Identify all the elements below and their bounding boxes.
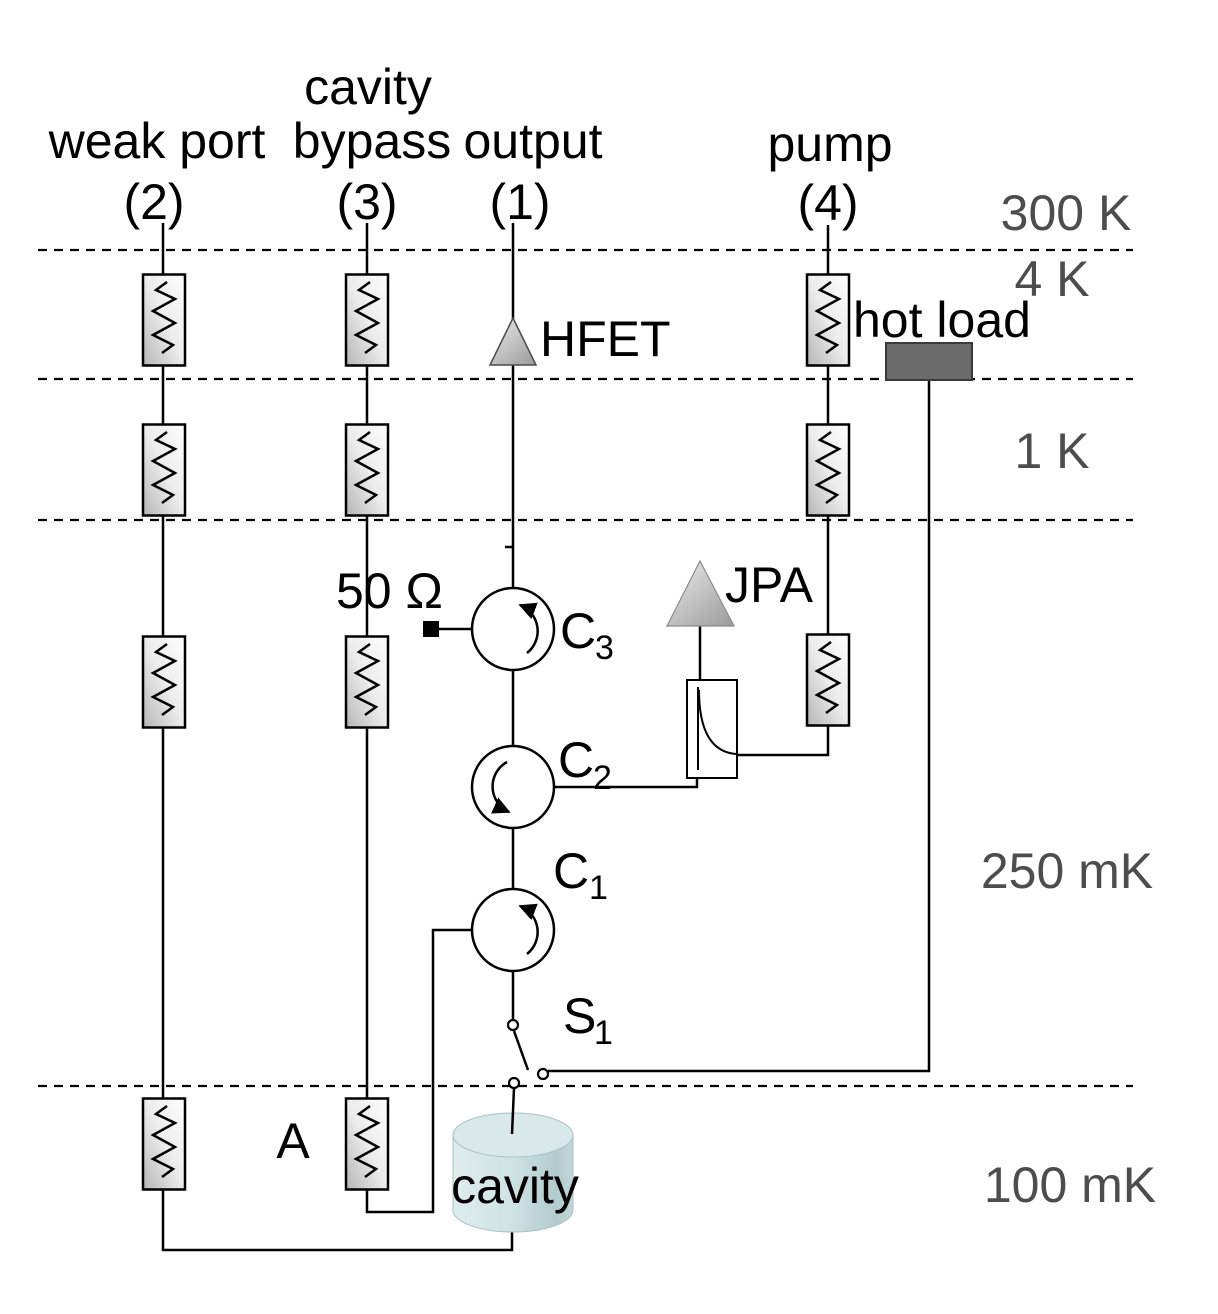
attenuator-icon-bypass-4k <box>344 273 390 367</box>
port-number-weak-port: (2) <box>123 174 184 230</box>
switch-lever <box>512 1030 530 1071</box>
switch-s1-label-sub: 1 <box>594 1014 613 1052</box>
attenuator-icon-pump-1k <box>805 423 851 517</box>
port-label-output: output <box>463 113 602 169</box>
cavity-probe-wire <box>510 1087 516 1135</box>
attenuator-icon-pump-4k <box>805 273 851 367</box>
port-label-pump: pump <box>767 116 892 172</box>
switch-contact-hot-load <box>536 1067 550 1081</box>
stage-label-250mk: 250 mK <box>981 843 1153 899</box>
port-labels: weak port (2) cavity bypass (3) output (… <box>48 59 893 231</box>
attenuator-a-label: A <box>276 1113 310 1169</box>
jpa-label: JPA <box>725 557 814 613</box>
hfet-amplifier-icon <box>488 316 538 366</box>
switch-contact-cavity <box>507 1076 521 1090</box>
stage-label-4k: 4 K <box>1014 251 1089 307</box>
coupler-coupled-line <box>698 689 737 755</box>
attenuator-icon-a-100mk <box>344 1097 390 1191</box>
cavity-bypass-wire <box>365 223 472 1214</box>
hot-load-icon <box>885 342 973 381</box>
stage-label-1k: 1 K <box>1014 423 1089 479</box>
attenuator-icon-weak-100mk <box>141 1097 187 1191</box>
port-label-weak-port: weak port <box>48 113 266 169</box>
stage-label-300k: 300 K <box>1001 185 1132 241</box>
stage-label-100mk: 100 mK <box>984 1157 1156 1213</box>
attenuator-icon-weak-1k <box>141 423 187 517</box>
switch-s1-label: S <box>563 988 596 1044</box>
attenuator-icon-weak-250mk <box>141 635 187 729</box>
circulator-c1-label-sub: 1 <box>589 869 608 907</box>
weak-port-wire <box>161 223 514 1252</box>
port-number-output: (1) <box>489 174 550 230</box>
port-label-cavity-bypass-line1: cavity <box>304 59 432 115</box>
port-number-cavity-bypass: (3) <box>336 174 397 230</box>
circulator-c2-icon <box>472 746 554 828</box>
directional-coupler-icon <box>686 679 738 779</box>
hfet-label: HFET <box>540 311 671 367</box>
stage-labels: 300 K 4 K 1 K 250 mK 100 mK <box>981 185 1156 1213</box>
attenuator-icon-pump-250mk <box>805 633 851 727</box>
terminator-label: 50 Ω <box>336 563 443 619</box>
circulator-c1-icon <box>472 889 554 971</box>
pump-wire <box>737 225 830 757</box>
terminator-50ohm-icon <box>423 621 439 637</box>
circulator-c3-label: C <box>560 603 596 659</box>
circulator-c3-label-sub: 3 <box>595 629 614 667</box>
hot-load-wire <box>548 381 931 1073</box>
attenuators <box>141 273 851 1191</box>
port-number-pump: (4) <box>797 175 858 231</box>
port-label-cavity-bypass-line2: bypass <box>293 113 451 169</box>
attenuator-icon-bypass-250mk <box>344 635 390 729</box>
attenuator-icon-weak-4k <box>141 273 187 367</box>
jpa-amplifier-icon <box>666 559 735 627</box>
cavity-cylinder-icon <box>452 1112 574 1233</box>
circulator-c2-label-sub: 2 <box>593 759 612 797</box>
circulator-c2-label: C <box>558 732 594 788</box>
switch-contact-common <box>506 1018 520 1032</box>
cavity-label: cavity <box>451 1158 579 1214</box>
circulator2-coupler-wire <box>554 779 699 789</box>
circulator-c1-label: C <box>553 843 589 899</box>
hot-load-label: hot load <box>853 292 1031 348</box>
wiring <box>161 223 931 1252</box>
switch-s1-icon <box>506 1018 550 1090</box>
attenuator-icon-bypass-1k <box>344 423 390 517</box>
circulator-c3-icon <box>472 588 554 670</box>
